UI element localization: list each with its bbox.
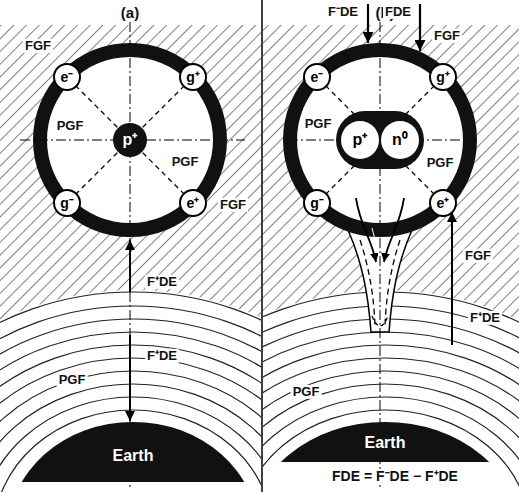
nucleus-pair-text: n⁰ (392, 132, 408, 148)
funnel-dash (360, 240, 375, 325)
particle-circle: e⁺ (179, 189, 207, 217)
field-blank (0, 290, 261, 492)
field-lines (0, 292, 261, 492)
funnel-dash (385, 240, 400, 325)
nucleus-body (336, 111, 424, 169)
field-blank (263, 290, 519, 492)
particle-circle-text: e⁺ (437, 196, 450, 210)
axis-line (380, 22, 381, 490)
particle-disc (304, 64, 330, 90)
field-line (263, 397, 519, 492)
particle-disc (430, 190, 456, 216)
particle-disc (430, 64, 456, 90)
field-line (263, 384, 519, 492)
particle-circle: e⁺ (429, 189, 457, 217)
force-label: F⁺DE (145, 349, 179, 363)
field-label: PGF (57, 373, 88, 387)
field-line (263, 358, 519, 492)
atom-ring: PGF PGF e⁻ g⁺ p⁺ n⁰ g⁻ e⁺ (283, 43, 477, 237)
particle-circle-text: g⁺ (186, 70, 200, 84)
atom-ring-text: PGF (305, 117, 332, 130)
particle-circle: g⁺ (179, 63, 207, 91)
force-arrow (129, 240, 131, 292)
force-arrow (129, 335, 131, 421)
particle-circle-text: g⁻ (310, 196, 324, 210)
nucleus-circle: p⁺ (113, 123, 147, 157)
force-arrow (367, 4, 369, 43)
particle-disc (54, 64, 80, 90)
particle-circle: e⁻ (303, 63, 331, 91)
nucleus-pair-text: p⁺ (353, 132, 368, 148)
force-arrow (419, 4, 421, 51)
particle-circle-text: e⁻ (61, 70, 74, 84)
atom-ring-text: PGF (427, 156, 454, 169)
field-line (0, 332, 261, 492)
earth-dome: Earth (8, 422, 258, 482)
nucleus-circle-text: p⁺ (123, 132, 138, 148)
atom-ring: PGF PGF e⁻ g⁺ p⁺ g⁻ e⁺ (33, 43, 227, 237)
diagonal-lines (67, 77, 193, 203)
funnel-gap (372, 228, 379, 256)
field-line (263, 371, 519, 492)
axis-line (130, 22, 131, 490)
field-label: FGF (218, 198, 248, 212)
particle-circle: g⁻ (53, 189, 81, 217)
force-label: F⁺DE (145, 275, 179, 289)
diagonal-lines (317, 77, 443, 203)
field-line (0, 319, 261, 492)
ring-band (33, 43, 227, 237)
earth-shape (250, 422, 519, 462)
nucleon-disc (381, 121, 419, 159)
field-line (263, 345, 519, 492)
particle-circle: g⁺ (429, 63, 457, 91)
flow-arrow (356, 198, 376, 262)
field-line (263, 306, 519, 492)
particle-disc (180, 190, 206, 216)
field-label: FGF (23, 39, 53, 53)
panel-label: (a) (119, 5, 141, 22)
particle-disc (54, 190, 80, 216)
panel-divider (261, 0, 263, 492)
particle-circle-text: g⁻ (60, 196, 74, 210)
nucleus-disc (113, 123, 147, 157)
particle-disc (304, 190, 330, 216)
field-lines (263, 292, 519, 492)
particle-disc (180, 64, 206, 90)
field-line (263, 332, 519, 492)
field-label: PGF (291, 385, 322, 399)
flow-arrow (384, 198, 404, 262)
force-arrow (451, 212, 453, 345)
force-label: F⁺DE (468, 311, 502, 325)
field-label: FGF (463, 249, 493, 263)
force-label: F⁻DE (326, 5, 360, 19)
earth-shape (8, 422, 258, 482)
field-line (263, 319, 519, 492)
ring-band (283, 43, 477, 237)
atom-ring-text: PGF (57, 119, 84, 132)
force-label: FDE (383, 5, 413, 19)
nucleus-pair: p⁺ n⁰ (336, 111, 424, 169)
field-line (263, 410, 519, 492)
earth-dome-text: Earth (113, 448, 154, 464)
particle-circle-text: g⁺ (436, 70, 450, 84)
field-line (263, 292, 519, 492)
particle-circle: e⁻ (53, 63, 81, 91)
nucleus-pair-outline (336, 111, 424, 169)
particle-circle-text: e⁻ (311, 70, 324, 84)
earth-dome-text: Earth (365, 435, 406, 451)
formula: FDE = F⁻DE − F⁺DE (330, 469, 460, 484)
earth-dome: Earth (250, 422, 519, 462)
atom-ring-text: PGF (172, 155, 199, 168)
particle-circle: g⁻ (303, 189, 331, 217)
nucleon-disc (341, 121, 379, 159)
particle-circle-text: e⁺ (187, 196, 200, 210)
field-line (0, 292, 261, 492)
field-label: FGF (432, 29, 462, 43)
